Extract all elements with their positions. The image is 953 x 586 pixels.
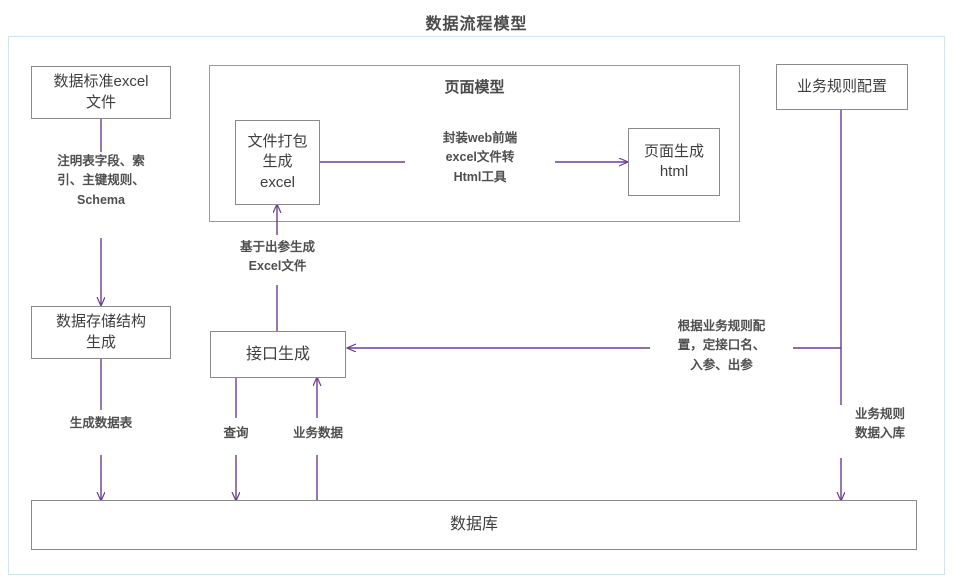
edge-label-line: 注明表字段、索	[57, 154, 145, 168]
node-line: html	[659, 163, 689, 180]
node-line: 生成	[262, 153, 293, 171]
edge-label-rule-data-into-db: 业务规则 数据入库	[855, 405, 935, 444]
edge-label-line: Schema	[77, 192, 125, 207]
node-file-package-excel[interactable]: 文件打包 生成 excel	[235, 120, 320, 205]
edge-label-line: 数据入库	[855, 426, 906, 441]
node-line: 业务规则配置	[796, 77, 887, 95]
edge-label-line: 引、主键规则、	[57, 173, 145, 188]
edge-label-line: 业务数据	[292, 426, 343, 440]
edge-label-line: Html工具	[453, 169, 507, 184]
node-line: excel	[259, 173, 296, 191]
node-interface-generate[interactable]: 接口生成	[210, 331, 346, 378]
edge-label-web-tool-note: 封装web前端 excel文件转 Html工具	[405, 129, 555, 188]
node-line: 数据库	[449, 516, 498, 534]
node-line: 数据存储结构	[55, 313, 146, 331]
node-line: 生成	[85, 333, 116, 351]
edge-label-line: 业务规则	[855, 407, 906, 421]
edge-label-line: Excel文件	[248, 259, 307, 274]
node-page-generate-html[interactable]: 页面生成 html	[628, 128, 720, 196]
edge-label-line: 入参、出参	[690, 357, 753, 372]
node-data-storage-struct[interactable]: 数据存储结构 生成	[31, 306, 171, 359]
node-line: 页面生成	[643, 142, 704, 160]
node-database[interactable]: 数据库	[31, 500, 917, 550]
node-line: 接口生成	[245, 345, 310, 363]
node-business-rule-config[interactable]: 业务规则配置	[776, 64, 908, 110]
edge-label-line: 生成数据表	[69, 416, 133, 430]
page-title: 数据流程模型	[425, 16, 528, 33]
node-line: 文件	[85, 93, 116, 111]
edge-label-line: 查询	[223, 426, 249, 440]
node-line: 数据标准excel	[53, 73, 149, 91]
edge-label-query: 查询	[206, 424, 266, 444]
edge-label-rule-based-api: 根据业务规则配 置，定接口名、 入参、出参	[650, 317, 793, 376]
edge-label-line: excel文件转	[445, 150, 515, 165]
group-page-model-title: 页面模型	[444, 79, 505, 96]
node-line: 文件打包	[247, 133, 308, 151]
edge-label-generate-table: 生成数据表	[31, 414, 171, 434]
edge-label-schema-note: 注明表字段、索 引、主键规则、 Schema	[31, 152, 171, 211]
edge-label-line: 基于出参生成	[239, 240, 315, 254]
edge-label-line: 置，定接口名、	[677, 338, 766, 353]
edge-label-line: 根据业务规则配	[677, 319, 766, 333]
node-data-standard-excel[interactable]: 数据标准excel 文件	[31, 66, 171, 119]
edge-label-excel-from-output: 基于出参生成 Excel文件	[200, 238, 355, 277]
edge-label-business-data: 业务数据	[277, 424, 359, 444]
edge-label-line: 封装web前端	[442, 131, 518, 145]
